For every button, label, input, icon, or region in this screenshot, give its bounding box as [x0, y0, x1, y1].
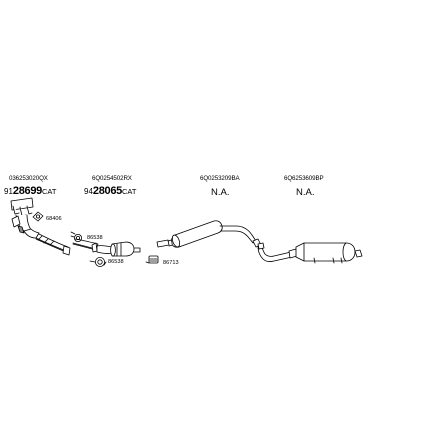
callout-86713: 86713 — [163, 260, 179, 266]
part-ref-1: 9128699CAT — [4, 186, 56, 197]
oem-number-2: 6Q0254502RX — [92, 175, 132, 182]
callout-86538-upper: 86538 — [87, 235, 103, 241]
oem-number-4: 6Q6253609BP — [284, 175, 324, 182]
part-ref-2-prefix: 94 — [84, 187, 93, 196]
centre-silencer — [156, 220, 262, 248]
rear-silencer — [257, 242, 363, 264]
clamp-86713 — [145, 255, 159, 264]
part-ref-1-suffix: CAT — [42, 187, 57, 196]
oem-number-3: 6Q0253209BA — [200, 175, 240, 182]
front-pipe-catalyst — [72, 238, 141, 257]
callout-68406: 68406 — [46, 216, 62, 222]
gasket-68406 — [32, 211, 44, 222]
part-ref-2: 9428065CAT — [84, 186, 136, 197]
part-ref-1-prefix: 91 — [4, 187, 13, 196]
part-ref-2-suffix: CAT — [122, 187, 137, 196]
part-ref-2-number: 28065 — [92, 185, 122, 197]
part-ref-4-na: N.A. — [296, 187, 315, 198]
exhaust-manifold-catalyst — [10, 197, 71, 256]
part-ref-1-number: 28699 — [12, 185, 42, 197]
oem-number-1: 036253020QX — [9, 175, 48, 182]
callout-86538-lower: 86538 — [108, 259, 124, 265]
part-ref-3-na: N.A. — [211, 187, 230, 198]
clamp-86538-lower — [89, 256, 107, 267]
